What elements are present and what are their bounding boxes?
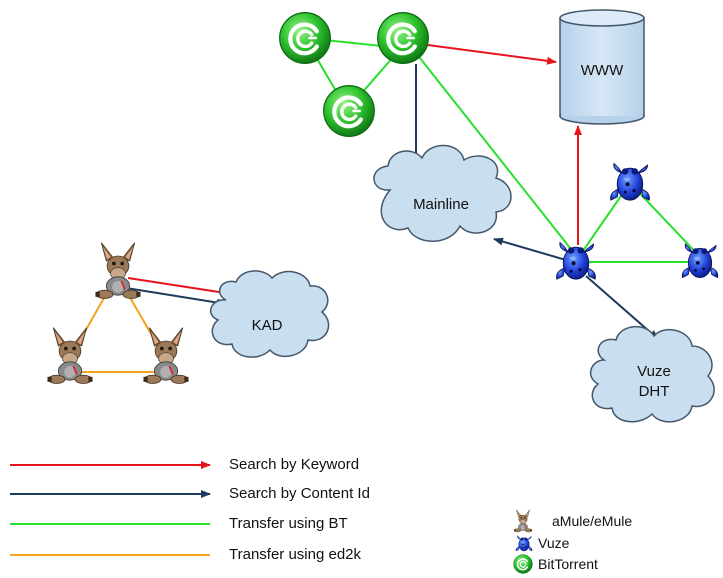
kad-label: KAD [251, 317, 283, 334]
content-search-arrow [125, 287, 227, 307]
bittorrent-icon [378, 13, 429, 64]
legend-vuze-label: Vuze [538, 535, 570, 551]
donkey-icon [142, 326, 190, 385]
www-database-icon [559, 9, 645, 125]
legend-contentid-label: Search by Content Id [229, 485, 370, 502]
legend-amule-label: aMule/eMule [552, 513, 633, 529]
frog-icon [556, 241, 596, 280]
donkey-icon [94, 241, 142, 300]
vuze-dht-label-1: Vuze [637, 363, 671, 380]
frog-icon [515, 535, 533, 552]
donkey-icon [513, 509, 533, 533]
legend-keyword-label: Search by Keyword [229, 456, 360, 473]
www-label: WWW [580, 62, 624, 79]
bittorrent-icon [280, 13, 331, 64]
vuze-dht-label-2: DHT [638, 383, 670, 400]
content-search-arrow [493, 237, 567, 261]
bittorrent-icon [324, 86, 375, 137]
keyword-search-arrow [419, 43, 557, 65]
vuze-dht-cloud [589, 326, 715, 423]
bittorrent-icon [513, 554, 533, 574]
legend-bittorrent-label: BitTorrent [538, 556, 598, 572]
bt-link [629, 182, 704, 261]
legend-ed2k-label: Transfer using ed2k [229, 546, 362, 563]
frog-icon [610, 162, 650, 201]
keyword-search-arrow [127, 277, 233, 297]
kad-cloud [209, 270, 330, 358]
frog-icon [681, 243, 719, 279]
bt-link [411, 47, 579, 259]
legend-bt-label: Transfer using BT [229, 515, 348, 532]
mainline-label: Mainline [413, 196, 469, 213]
donkey-icon [46, 326, 94, 385]
mainline-cloud [373, 144, 512, 242]
